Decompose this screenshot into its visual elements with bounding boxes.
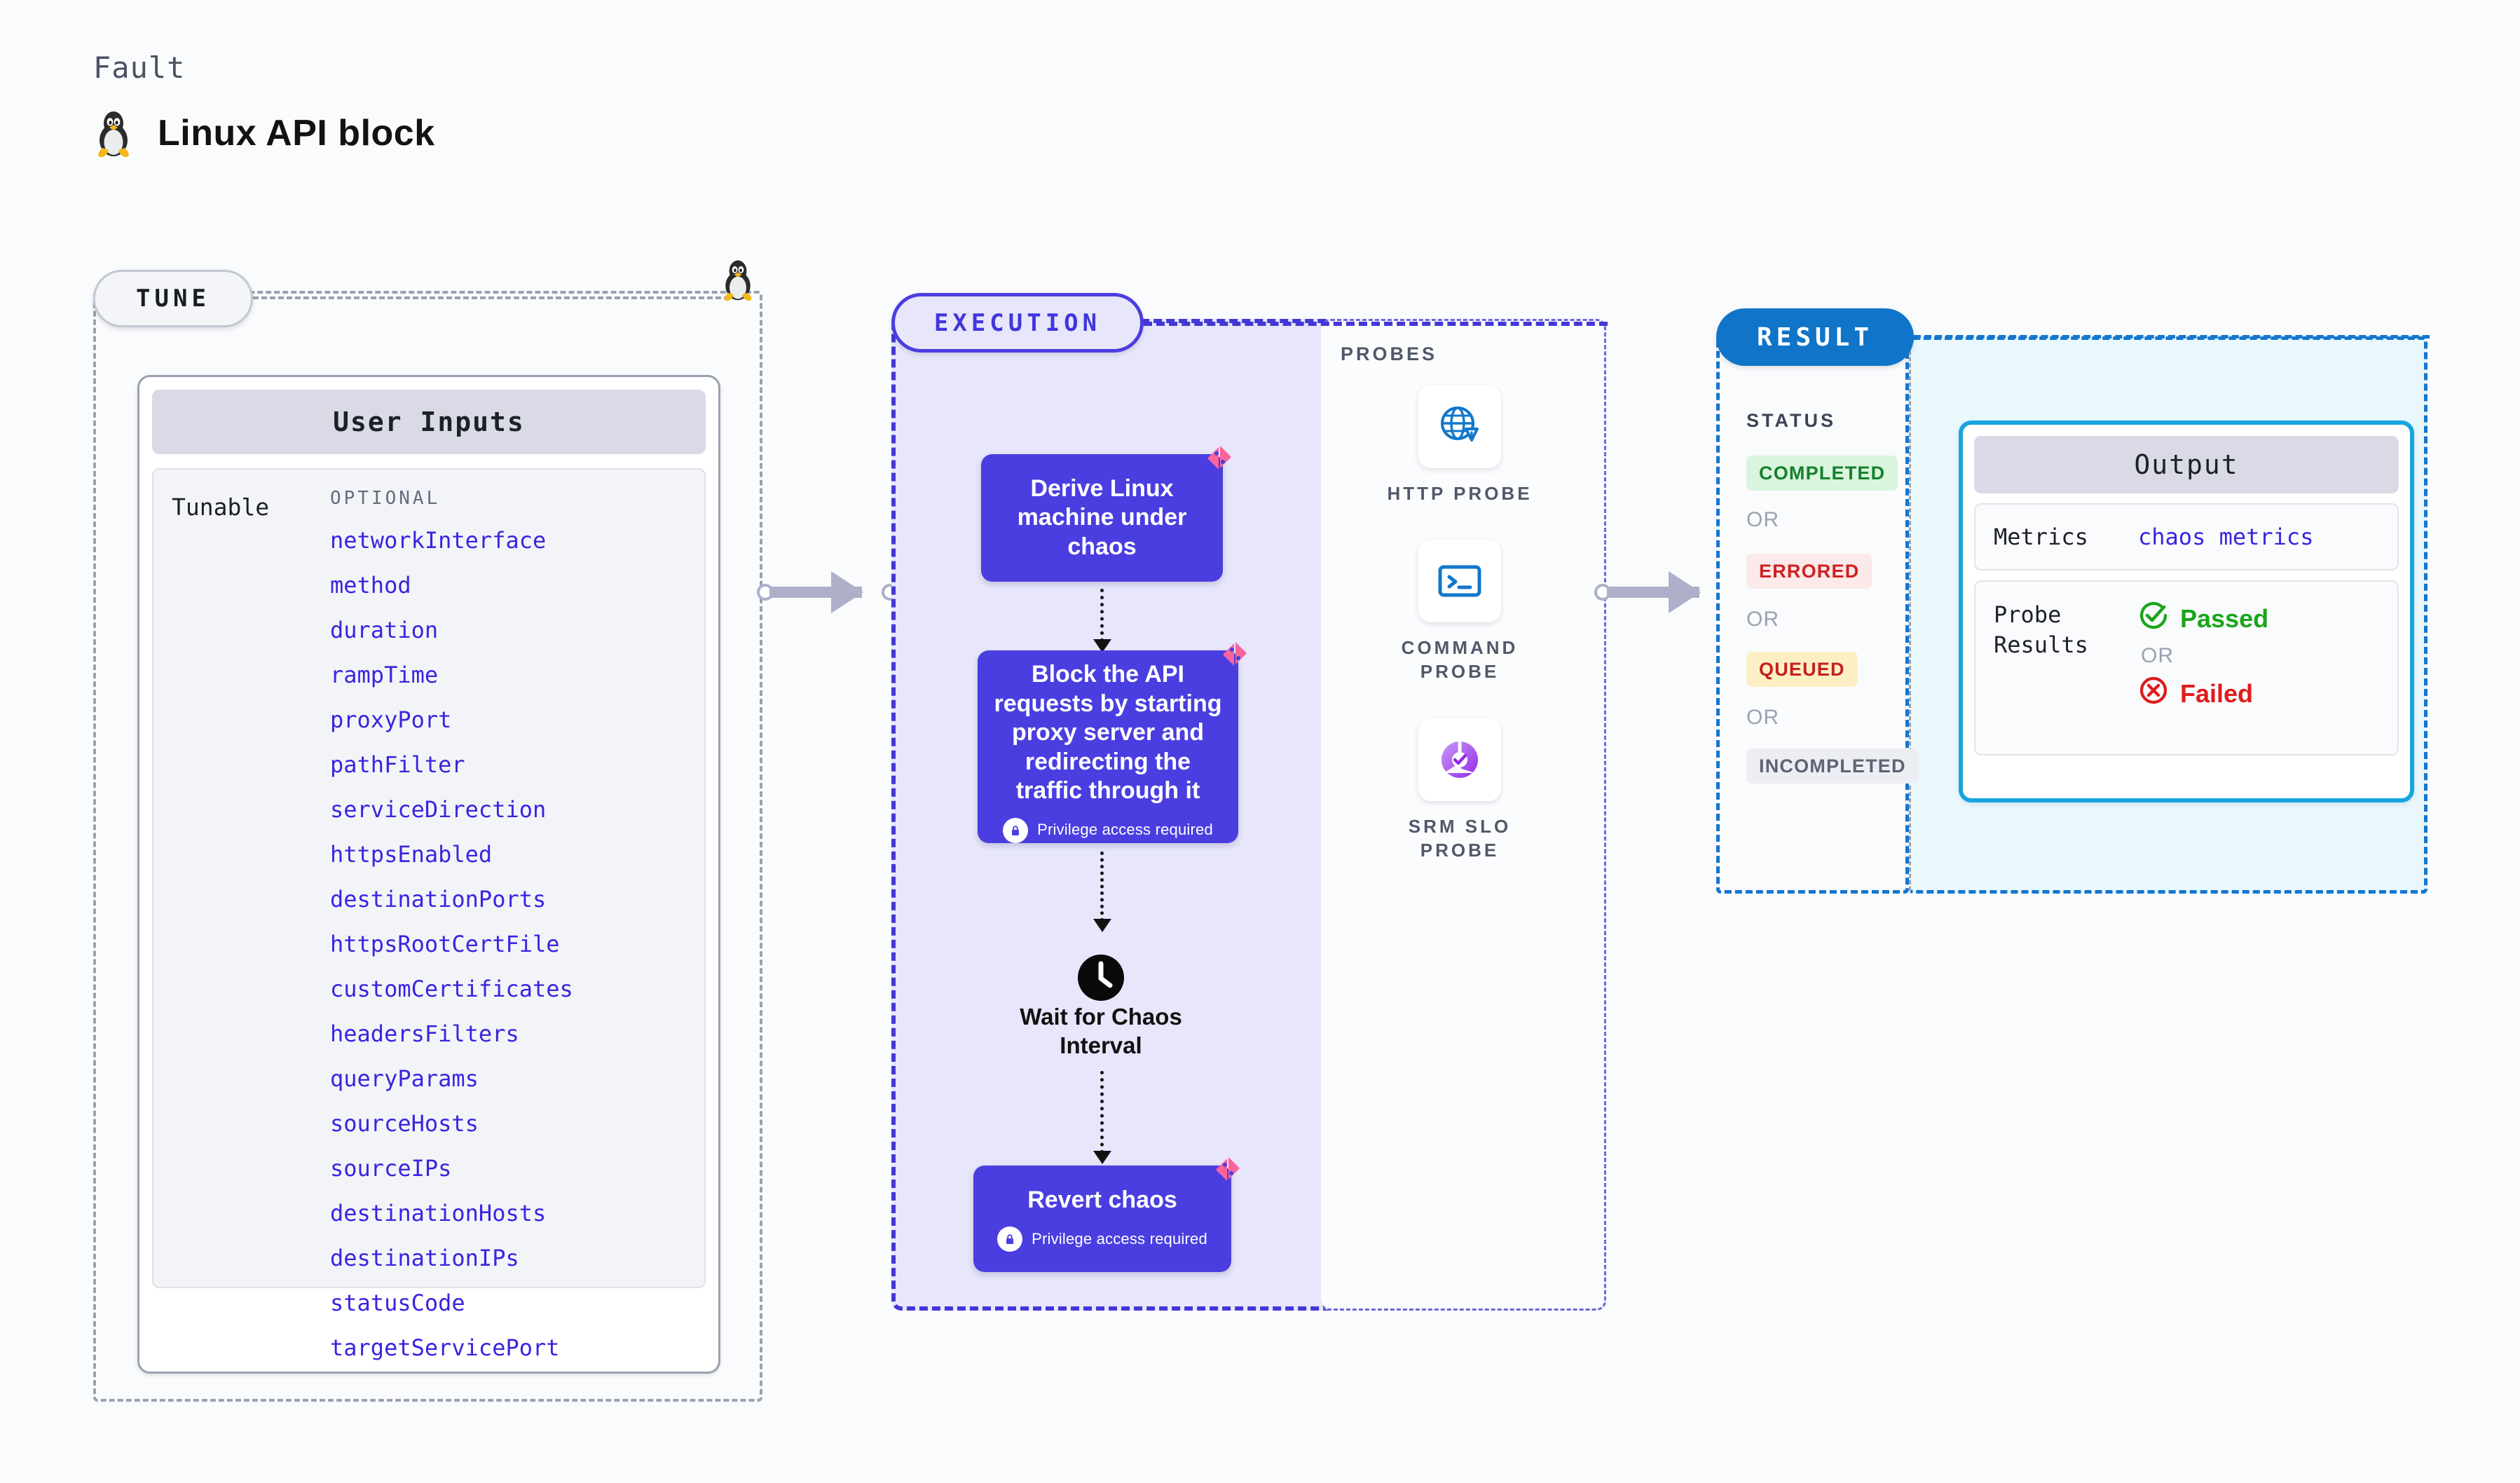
flow-connector-line	[1100, 852, 1104, 922]
linux-tux-icon-connector	[720, 258, 756, 305]
execution-node-revert-chaos[interactable]: Revert chaos Privilege access required	[973, 1157, 1240, 1272]
slo-donut-check-icon	[1418, 718, 1501, 801]
connector-tune-to-execution	[757, 571, 905, 613]
status-title: STATUS	[1746, 410, 1836, 431]
execution-node-derive[interactable]: Derive Linux machine under chaos	[981, 446, 1231, 582]
probe-results-row: Probe Results Passed OR	[1974, 580, 2399, 756]
or-separator: OR	[2141, 644, 2174, 667]
metrics-value-link[interactable]: chaos metrics	[2138, 524, 2314, 550]
param-item[interactable]: serviceDirection	[330, 796, 547, 823]
output-header: Output	[1974, 436, 2399, 493]
param-item[interactable]: proxyPort	[330, 706, 452, 733]
result-status-region	[1716, 336, 1909, 894]
litmus-chaos-badge-icon	[1212, 1153, 1244, 1192]
probe-result-passed-label: Passed	[2180, 603, 2269, 633]
result-leader-line	[1914, 335, 2430, 339]
param-item[interactable]: rampTime	[330, 662, 439, 688]
param-item[interactable]: headersFilters	[330, 1020, 519, 1047]
privilege-note: Privilege access required	[997, 1226, 1207, 1252]
x-circle-icon	[2138, 675, 2169, 712]
privilege-note: Privilege access required	[1003, 817, 1213, 843]
probe-result-failed: Failed	[2138, 675, 2268, 712]
probe-label: COMMAND PROBE	[1401, 637, 1519, 682]
execution-node-label: Block the API requests by starting proxy…	[994, 661, 1222, 805]
flow-arrowhead	[1093, 919, 1111, 932]
optional-label: OPTIONAL	[330, 488, 441, 509]
probes-region	[1321, 319, 1606, 1311]
flow-connector-line	[1100, 589, 1104, 642]
probe-card-srm-slo[interactable]: SRM SLO PROBE	[1372, 718, 1547, 863]
user-inputs-header: User Inputs	[152, 390, 706, 454]
param-item[interactable]: customCertificates	[330, 976, 573, 1002]
metrics-row: Metrics chaos metrics	[1974, 503, 2399, 570]
stage-pill-result[interactable]: RESULT	[1716, 308, 1914, 366]
probes-title: PROBES	[1341, 343, 1438, 364]
wait-for-chaos-interval-label: Wait for Chaos Interval	[1020, 1004, 1182, 1059]
status-badge-incompleted: INCOMPLETED	[1746, 749, 1919, 784]
param-item[interactable]: httpsEnabled	[330, 841, 493, 868]
lock-icon	[997, 1226, 1023, 1252]
flow-arrowhead	[1093, 639, 1111, 652]
page-title: Linux API block	[158, 113, 435, 153]
flow-arrowhead	[1093, 1151, 1111, 1164]
user-inputs-card: User Inputs Tunable OPTIONAL networkInte…	[137, 375, 720, 1374]
probe-card-http[interactable]: HTTP PROBE	[1372, 385, 1547, 506]
probe-results-label: Probe Results	[1994, 601, 2088, 659]
execution-node-label: Derive Linux machine under chaos	[1017, 474, 1187, 560]
optional-params-column: OPTIONAL networkInterface method duratio…	[330, 488, 573, 1361]
litmus-chaos-badge-icon	[1219, 638, 1251, 677]
connector-arrowhead	[1669, 571, 1701, 613]
param-item[interactable]: targetServicePort	[330, 1334, 560, 1361]
param-item[interactable]: destinationHosts	[330, 1200, 547, 1226]
probe-result-failed-label: Failed	[2180, 678, 2254, 708]
metrics-label: Metrics	[1994, 524, 2088, 550]
stage-pill-execution[interactable]: EXECUTION	[891, 293, 1144, 353]
or-separator: OR	[1746, 508, 1779, 531]
lock-icon	[1003, 817, 1029, 843]
probe-card-command[interactable]: COMMAND PROBE	[1372, 540, 1547, 684]
status-badge-completed: COMPLETED	[1746, 456, 1898, 491]
param-item[interactable]: duration	[330, 617, 439, 643]
linux-tux-icon	[93, 109, 134, 158]
clock-icon	[1076, 953, 1125, 1006]
or-separator: OR	[1746, 608, 1779, 631]
check-circle-icon	[2138, 600, 2169, 637]
tunable-label: Tunable	[172, 493, 270, 521]
probe-result-passed: Passed	[2138, 600, 2268, 637]
output-card: Output Metrics chaos metrics Probe Resul…	[1959, 421, 2414, 802]
param-item[interactable]: sourceHosts	[330, 1110, 479, 1137]
param-item[interactable]: pathFilter	[330, 751, 465, 778]
terminal-icon	[1418, 540, 1501, 622]
page-title-row: Linux API block	[93, 109, 435, 158]
param-item[interactable]: queryParams	[330, 1065, 479, 1092]
execution-node-label: Revert chaos	[1027, 1186, 1177, 1213]
privilege-note-label: Privilege access required	[1037, 821, 1213, 839]
tune-region	[93, 291, 762, 1402]
privilege-note-label: Privilege access required	[1032, 1229, 1207, 1248]
tunable-params-body: Tunable OPTIONAL networkInterface method…	[152, 468, 706, 1361]
status-badge-errored: ERRORED	[1746, 554, 1872, 589]
flow-connector-line	[1100, 1071, 1104, 1154]
param-item[interactable]: sourceIPs	[330, 1155, 452, 1182]
or-separator: OR	[1746, 706, 1779, 729]
param-item[interactable]: destinationIPs	[330, 1245, 519, 1271]
litmus-chaos-badge-icon	[1203, 442, 1235, 481]
param-item[interactable]: networkInterface	[330, 527, 547, 554]
globe-warning-icon	[1418, 385, 1501, 468]
param-item[interactable]: statusCode	[330, 1290, 465, 1316]
connector-arrowhead	[831, 571, 863, 613]
stage-pill-tune[interactable]: TUNE	[93, 270, 253, 327]
probe-label: SRM SLO PROBE	[1408, 816, 1512, 861]
fault-eyebrow-label: Fault	[93, 50, 186, 85]
execution-leader-line	[1144, 322, 1608, 326]
param-item[interactable]: httpsRootCertFile	[330, 931, 560, 957]
status-badge-queued: QUEUED	[1746, 652, 1858, 687]
probe-results-values: Passed OR Failed	[2138, 600, 2268, 736]
probe-label: HTTP PROBE	[1387, 483, 1533, 504]
param-item[interactable]: method	[330, 572, 411, 599]
execution-node-block-api[interactable]: Block the API requests by starting proxy…	[978, 642, 1247, 843]
param-item[interactable]: destinationPorts	[330, 886, 547, 913]
tune-leader-line	[253, 296, 738, 299]
